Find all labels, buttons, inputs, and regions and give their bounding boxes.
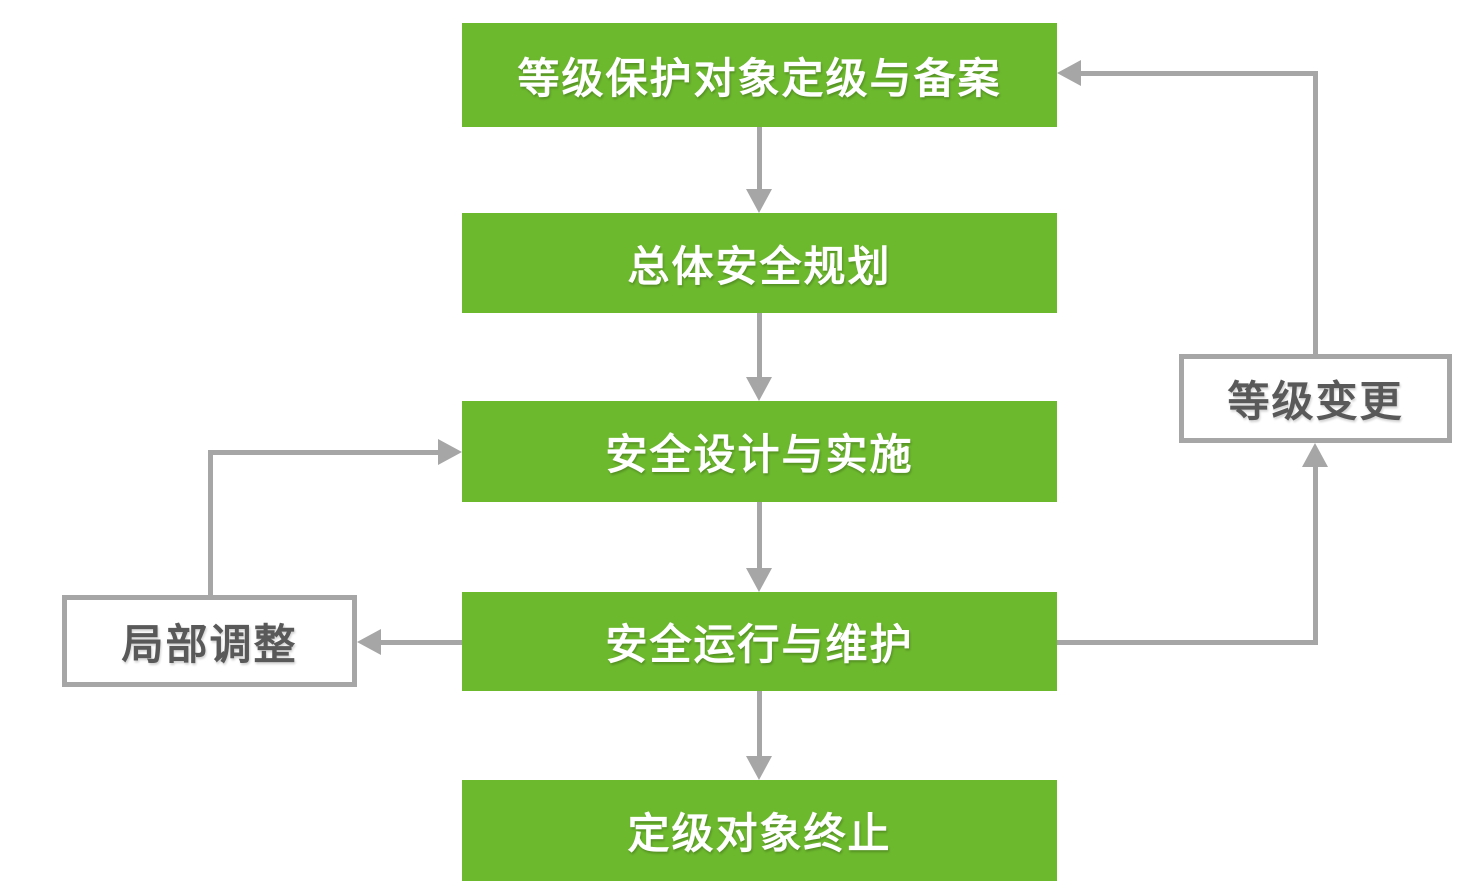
node-grading-and-filing: 等级保护对象定级与备案 <box>462 23 1057 127</box>
node-security-design-implementation: 安全设计与实施 <box>462 401 1057 502</box>
edge-step4-partial-adjustment-line <box>379 640 462 645</box>
node-partial-adjustment: 局部调整 <box>62 595 357 687</box>
edge-level-change-step1-arrowhead-icon <box>1057 60 1081 86</box>
edge-step4-step5-arrowhead-icon <box>746 756 772 780</box>
edge-step4-level-change-vertical-line <box>1313 463 1318 645</box>
edge-step1-step2-arrowhead-icon <box>746 189 772 213</box>
edge-step2-step3-line <box>757 313 762 381</box>
edge-step3-step4-line <box>757 502 762 572</box>
node-overall-security-planning: 总体安全规划 <box>462 213 1057 313</box>
edge-step4-level-change-horizontal-line <box>1057 640 1318 645</box>
edge-partial-adjustment-step3-vertical-line <box>208 450 213 595</box>
node-security-operation-maintenance: 安全运行与维护 <box>462 592 1057 691</box>
node-graded-object-termination: 定级对象终止 <box>462 780 1057 881</box>
node-level-change: 等级变更 <box>1179 354 1452 443</box>
edge-partial-adjustment-step3-arrowhead-icon <box>438 439 462 465</box>
edge-step4-partial-adjustment-arrowhead-icon <box>357 629 381 655</box>
edge-step3-step4-arrowhead-icon <box>746 568 772 592</box>
edge-level-change-step1-vertical-line <box>1313 71 1318 354</box>
edge-step1-step2-line <box>757 127 762 193</box>
edge-step2-step3-arrowhead-icon <box>746 377 772 401</box>
edge-step4-level-change-arrowhead-icon <box>1302 443 1328 467</box>
edge-partial-adjustment-step3-horizontal-line <box>208 450 440 455</box>
edge-level-change-step1-horizontal-line <box>1079 71 1318 76</box>
edge-step4-step5-line <box>757 691 762 760</box>
